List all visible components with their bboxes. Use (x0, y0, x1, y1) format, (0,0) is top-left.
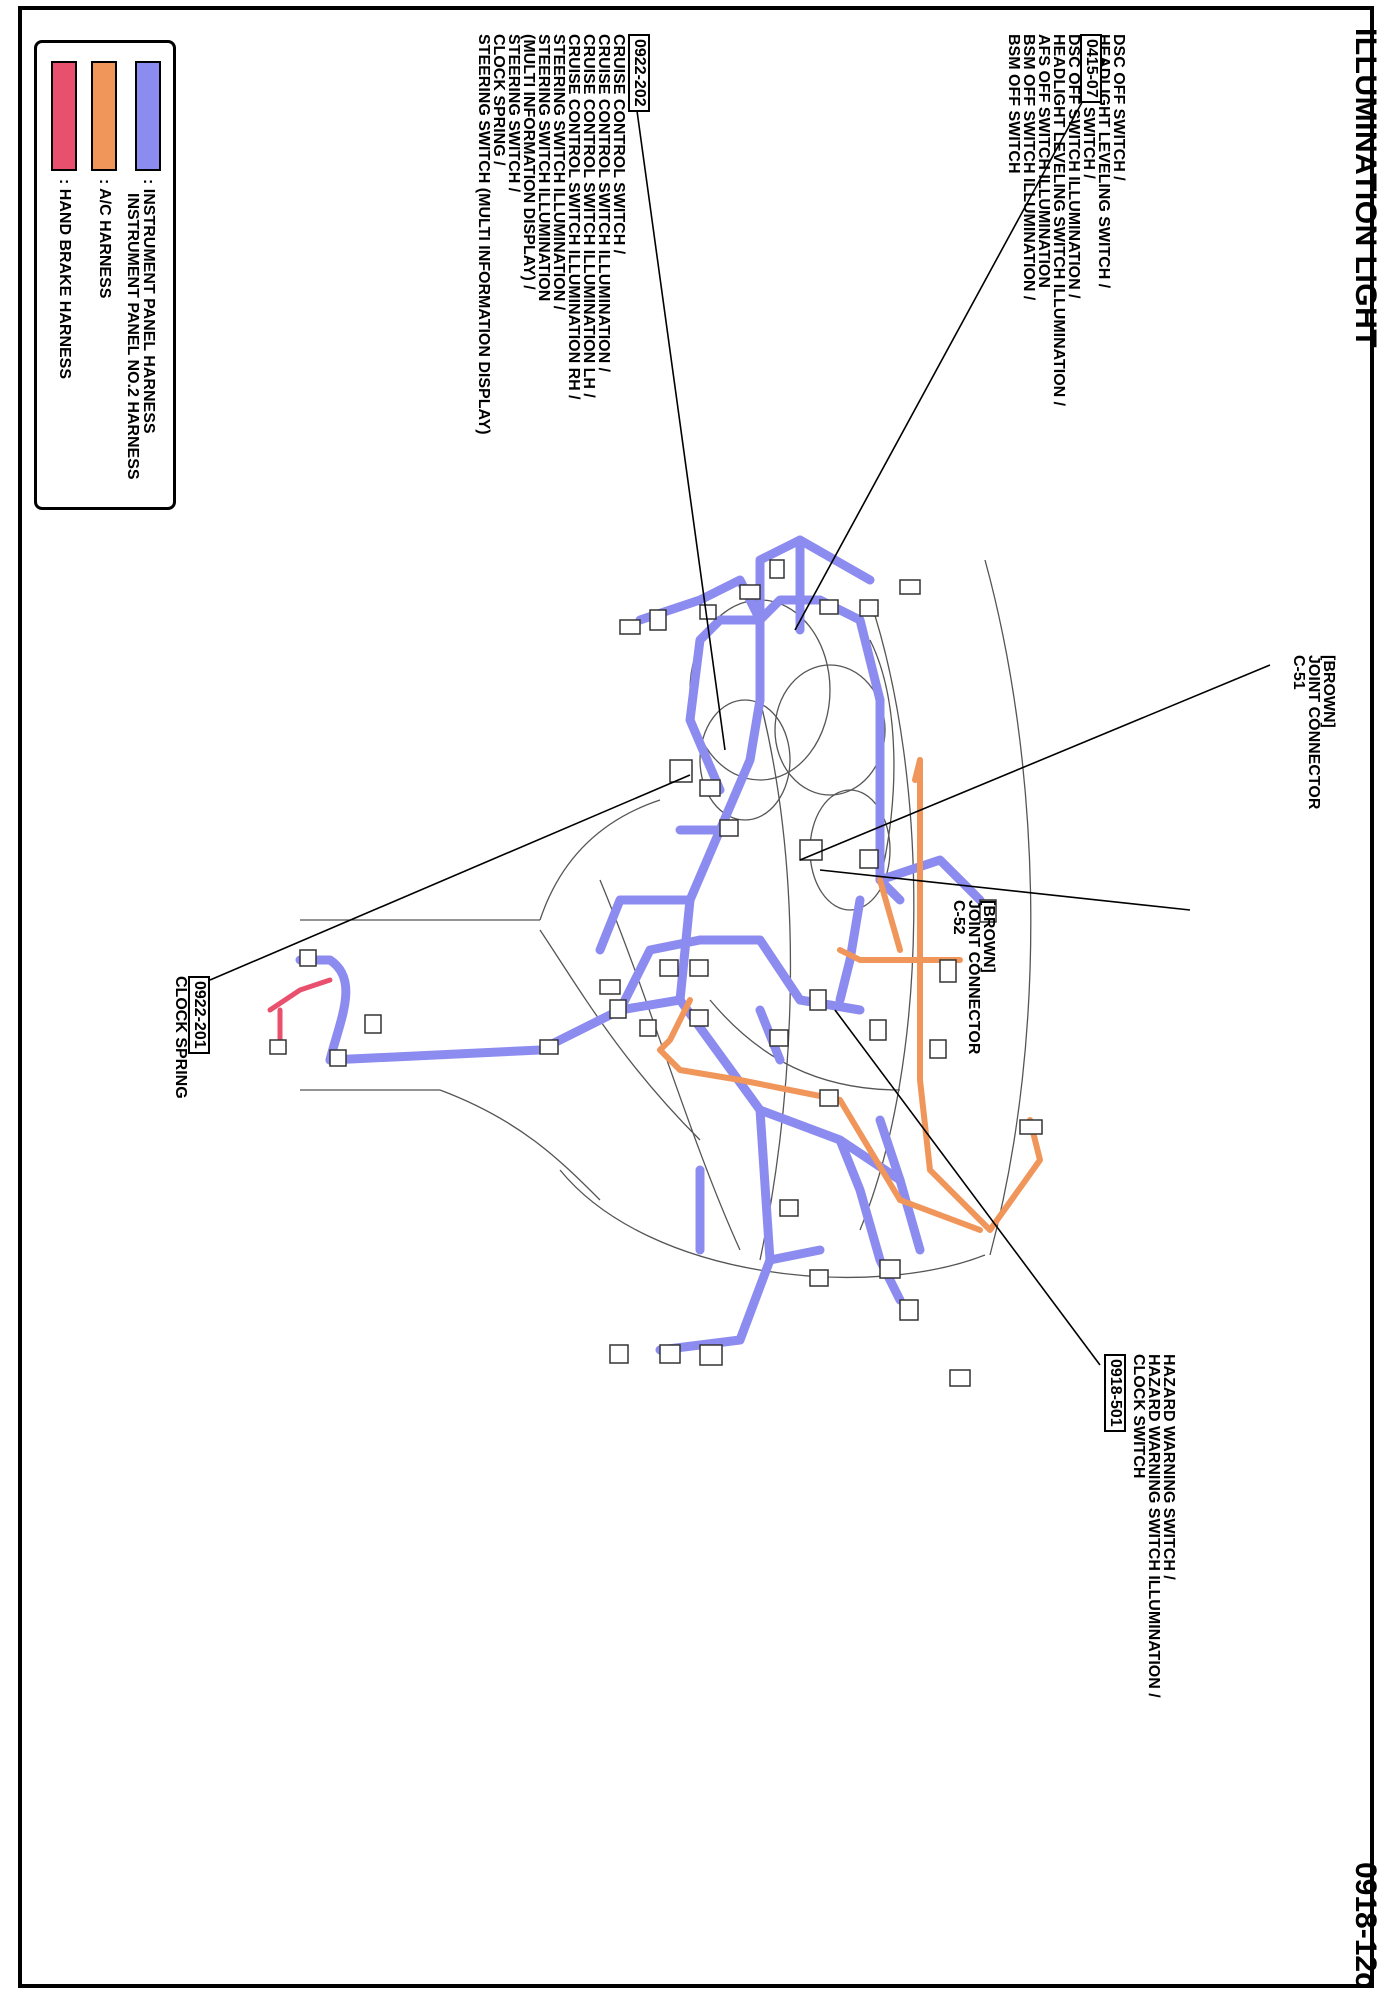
hand-brake-harness (267, 977, 333, 1043)
connector-0922-202: 0922-202 (628, 34, 650, 112)
legend-swatch-blue (135, 61, 161, 171)
page-frame (18, 6, 1374, 1988)
top-group-label: DSC OFF SWITCH / HEADLIGHT LEVELING SWIT… (1005, 34, 1127, 407)
clock-spring-label: CLOCK SPRING (172, 976, 189, 1099)
cruise-group-label: CRUISE CONTROL SWITCH / CRUISE CONTROL S… (475, 34, 627, 435)
legend-swatch-orange (91, 61, 117, 171)
connectors (269, 559, 1043, 1387)
joint-connector-c51-label: [BROWN] JOINT CONNECTOR C-51 (1290, 655, 1337, 810)
connector-0415-07: 0415-07 (1080, 34, 1102, 103)
connector-0918-501: 0918-501 (1104, 1354, 1126, 1432)
legend-swatch-red (51, 61, 77, 171)
dashboard-outline (300, 559, 1032, 1278)
page-title: ILLUMINATION LIGHT (1349, 28, 1382, 349)
hazard-group-label: HAZARD WARNING SWITCH / HAZARD WARNING S… (1130, 1354, 1177, 1698)
joint-connector-c52-label: [BROWN] JOINT CONNECTOR C-52 (950, 900, 997, 1055)
ac-harness (657, 757, 1043, 1233)
connector-0922-201: 0922-201 (188, 976, 210, 1054)
leader-lines (209, 59, 1271, 1366)
legend: : INSTRUMENT PANEL HARNESS INSTRUMENT PA… (34, 40, 176, 510)
page-code: 0918-12c (1349, 1862, 1382, 1989)
